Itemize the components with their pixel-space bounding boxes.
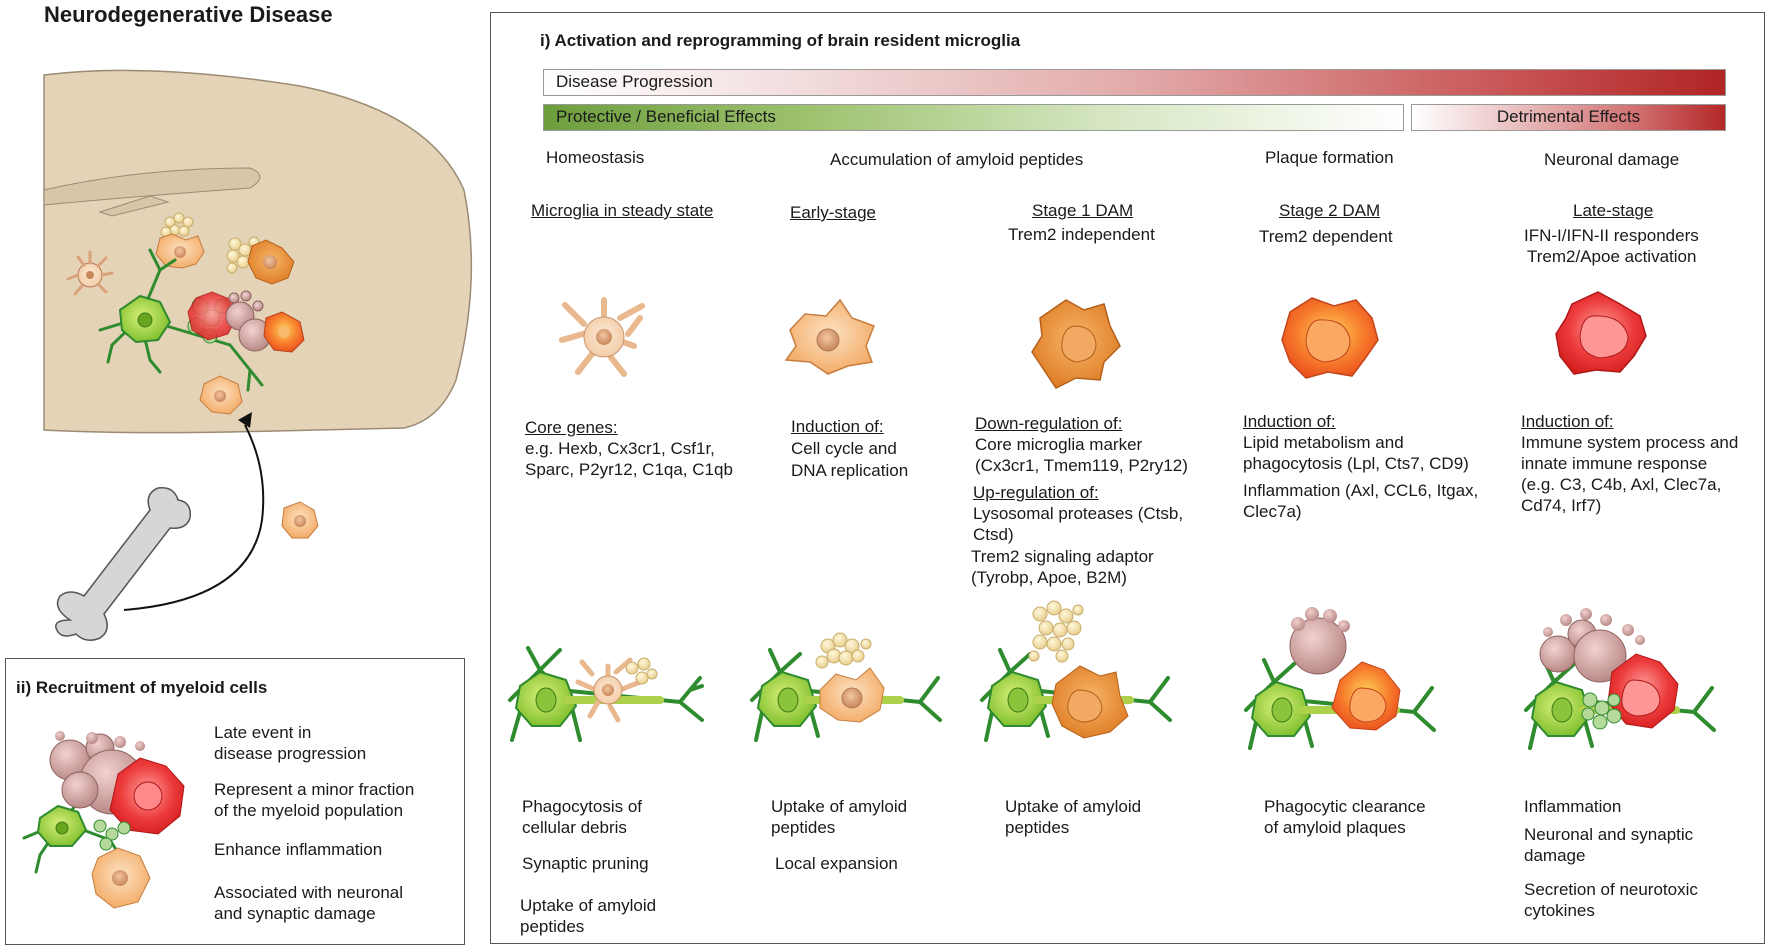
panel-ii-item: Represent a minor fraction	[214, 780, 415, 799]
function-line: cellular debris	[522, 818, 627, 837]
stage-heading: Microglia in steady state	[531, 201, 714, 220]
function-line: peptides	[1005, 818, 1070, 837]
gene-line: Inflammation (Axl, CCL6, Itgax,	[1243, 481, 1479, 500]
brain-ventricle	[43, 167, 261, 206]
page-title: Neurodegenerative Disease	[44, 2, 333, 27]
function-line: peptides	[520, 917, 585, 936]
function-line: Uptake of amyloid	[520, 896, 657, 915]
function-line: Local expansion	[775, 854, 898, 873]
stage-heading: Stage 2 DAM	[1279, 201, 1381, 220]
gene-line: Clec7a)	[1243, 502, 1302, 521]
brain-stage2-microglia-icon	[263, 311, 305, 353]
function-line: of amyloid plaques	[1264, 818, 1406, 837]
stage1-dam-microglia-icon	[1031, 299, 1121, 389]
late-stage-microglia-icon	[1555, 291, 1647, 375]
stage-subheading: Trem2/Apoe activation	[1527, 247, 1697, 266]
function-line: Neuronal and synaptic	[1524, 825, 1694, 844]
panel-ii-item: disease progression	[214, 744, 367, 763]
homeostatic-microglia-icon	[559, 297, 645, 377]
neuron-amyloid-uptake-stage1-icon	[980, 600, 1172, 742]
function-line: cytokines	[1524, 901, 1595, 920]
phase-label: Accumulation of amyloid peptides	[830, 150, 1084, 169]
neuron-phagocytosis-icon	[508, 646, 704, 742]
gene-line: Core microglia marker	[975, 435, 1143, 454]
stage-subheading: Trem2 dependent	[1259, 227, 1393, 246]
phase-label: Neuronal damage	[1544, 150, 1680, 169]
function-line: Synaptic pruning	[522, 854, 649, 873]
gene-line: Ctsd)	[973, 525, 1014, 544]
disease-progression-bar: Disease Progression	[543, 69, 1726, 96]
panel-ii-item: Enhance inflammation	[214, 840, 383, 859]
stage-heading: Early-stage	[790, 203, 876, 222]
gene-line: (Tyrobp, Apoe, B2M)	[971, 568, 1127, 587]
circulating-monocyte-icon	[281, 501, 319, 539]
panel-microglia-activation	[490, 12, 1765, 944]
gene-section-title: Core genes:	[525, 418, 618, 437]
function-line: Secretion of neurotoxic	[1524, 880, 1698, 899]
function-line: damage	[1524, 846, 1586, 865]
gene-line: e.g. Hexb, Cx3cr1, Csf1r,	[525, 439, 715, 458]
stage-heading: Stage 1 DAM	[1032, 201, 1134, 220]
gene-section-title: Induction of:	[1521, 412, 1614, 431]
phase-label: Homeostasis	[546, 148, 645, 167]
early-stage-microglia-icon	[784, 298, 875, 375]
detrimental-effects-bar: Detrimental Effects	[1411, 104, 1726, 131]
stage-heading: Late-stage	[1573, 201, 1654, 220]
brain-plaque-cluster-icon	[187, 290, 272, 352]
brain-stage1-microglia-icon	[247, 239, 295, 285]
neuron-amyloid-uptake-early-icon	[750, 632, 942, 742]
gene-line: Immune system process and	[1521, 433, 1739, 452]
gene-line: innate immune response	[1521, 454, 1708, 473]
function-line: peptides	[771, 818, 836, 837]
recruitment-arrow	[123, 424, 265, 611]
gene-section-title: Induction of:	[1243, 412, 1336, 431]
function-line: Uptake of amyloid	[771, 797, 908, 816]
gene-line: Trem2 signaling adaptor	[971, 547, 1154, 566]
panel-i-title: i) Activation and reprogramming of brain…	[540, 31, 1021, 50]
stage-subheading: Trem2 independent	[1008, 225, 1155, 244]
stage2-dam-microglia-icon	[1281, 297, 1379, 379]
gene-line: (e.g. C3, C4b, Axl, Clec7a,	[1521, 475, 1722, 494]
brain-early-microglia-icon	[155, 233, 205, 269]
gene-line: phagocytosis (Lpl, Cts7, CD9)	[1243, 454, 1469, 473]
brain-amyloid-cluster-icon	[160, 212, 194, 238]
gene-line: Cd74, Irf7)	[1521, 496, 1602, 515]
brain-infiltrating-cell-icon	[199, 375, 243, 415]
gene-section-title: Induction of:	[791, 417, 884, 436]
neuron-plaque-clearance-icon	[1244, 607, 1436, 750]
brain-homeostatic-microglia-icon	[66, 250, 114, 296]
panel-ii-item: Late event in	[214, 723, 312, 742]
bone-marrow-icon	[55, 487, 191, 641]
panel-ii-title: ii) Recruitment of myeloid cells	[16, 678, 268, 697]
gene-line: Lipid metabolism and	[1243, 433, 1404, 452]
function-line: Inflammation	[1524, 797, 1622, 816]
stage-subheading: IFN-I/IFN-II responders	[1524, 226, 1699, 245]
neuron-inflammation-icon	[1524, 608, 1716, 750]
panel-ii-item: Associated with neuronal	[214, 883, 404, 902]
panel-ii-item: of the myeloid population	[214, 801, 404, 820]
gene-line: (Cx3cr1, Tmem119, P2ry12)	[975, 456, 1188, 475]
function-line: Uptake of amyloid	[1005, 797, 1142, 816]
brain-neuron-icon	[98, 248, 264, 392]
gene-section-title: Up-regulation of:	[973, 483, 1099, 502]
panel-ii-cluster-icon	[22, 731, 185, 909]
gene-line: Cell cycle and	[791, 439, 897, 458]
function-line: Phagocytic clearance	[1264, 797, 1426, 816]
gene-line: DNA replication	[791, 461, 909, 480]
phase-label: Plaque formation	[1265, 148, 1394, 167]
function-line: Phagocytosis of	[522, 797, 643, 816]
gene-section-title: Down-regulation of:	[975, 414, 1123, 433]
gene-line: Lysosomal proteases (Ctsb,	[973, 504, 1184, 523]
panel-recruitment-myeloid	[5, 658, 465, 945]
protective-effects-bar: Protective / Beneficial Effects	[543, 104, 1404, 131]
gene-line: Sparc, P2yr12, C1qa, C1qb	[525, 460, 733, 479]
panel-ii-item: and synaptic damage	[214, 904, 376, 923]
